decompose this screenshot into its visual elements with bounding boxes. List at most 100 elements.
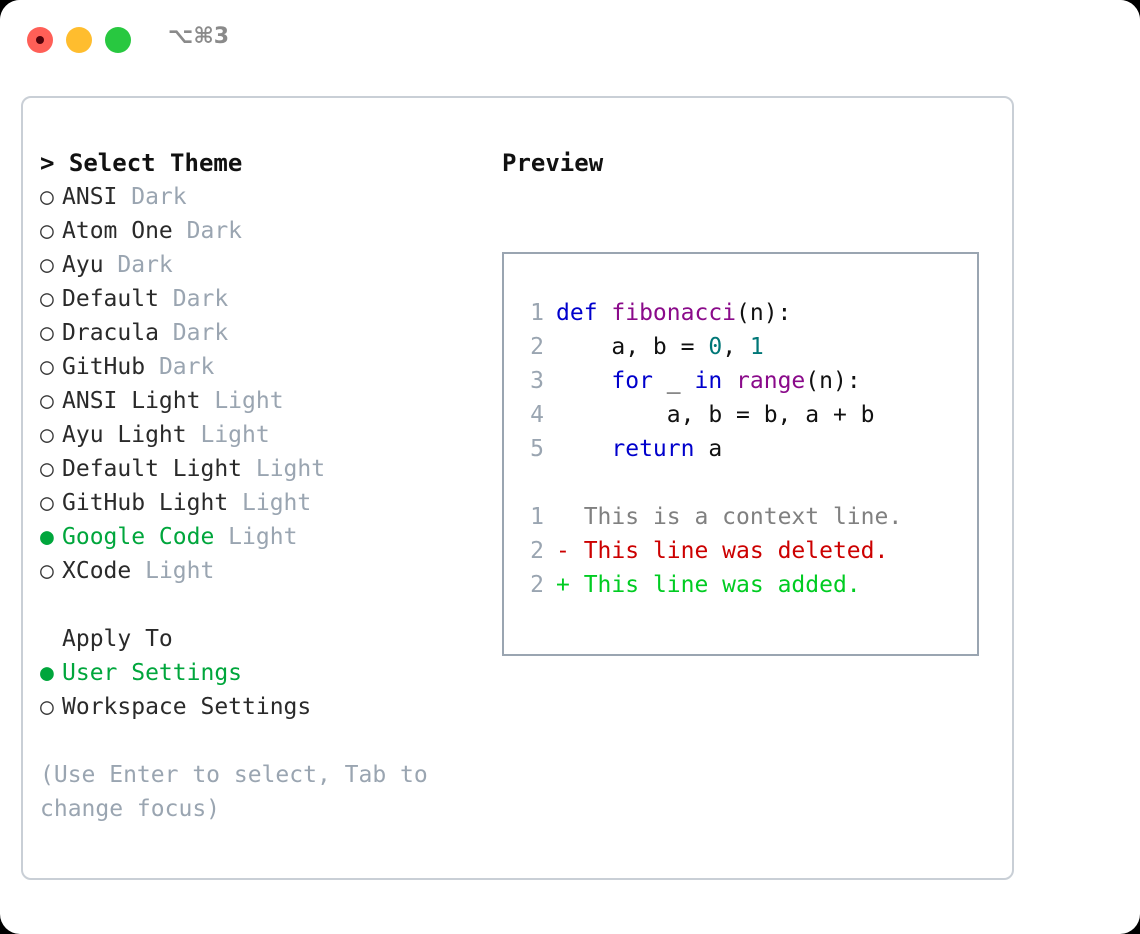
theme-variant-tag: Dark (158, 320, 229, 346)
code-blank-line (518, 466, 902, 500)
preview-title: Preview (502, 149, 604, 177)
line-number: 2 (530, 538, 544, 564)
code-token (556, 368, 611, 394)
apply-to-header: Apply To (62, 626, 173, 652)
theme-option-label: Google Code (62, 524, 215, 550)
radio-unselected-icon: ○ (40, 388, 54, 414)
code-line: 2 a, b = 0, 1 (518, 330, 902, 364)
diff-text: This is a context line. (569, 504, 903, 530)
theme-picker-column: > Select Theme ○ANSI Dark○Atom One Dark○… (40, 146, 490, 826)
theme-option-label: Default Light (62, 456, 243, 482)
line-number: 2 (530, 334, 544, 360)
code-token: _ (652, 368, 695, 394)
code-line: 3 for _ in range(n): (518, 364, 902, 398)
code-token: (n): (805, 368, 861, 394)
theme-option-xcode[interactable]: ○XCode Light (40, 554, 490, 588)
theme-variant-tag: Light (214, 524, 298, 550)
content-panel: > Select Theme ○ANSI Dark○Atom One Dark○… (21, 96, 1014, 880)
theme-option-google-code[interactable]: ● Google Code Light (40, 520, 490, 554)
diff-sign: - (556, 538, 570, 564)
radio-unselected-icon: ○ (40, 490, 54, 516)
title-bar: ⌥⌘3 (0, 0, 1140, 80)
line-number: 2 (530, 572, 544, 598)
apply-to-option-workspace-settings[interactable]: ○ Workspace Settings (40, 690, 490, 724)
radio-unselected-icon: ○ (40, 286, 54, 312)
apply-to-list: ● User Settings ○ Workspace Settings (40, 656, 490, 724)
apply-to-option-label: Workspace Settings (62, 694, 312, 720)
code-token: 0 (708, 334, 723, 360)
code-token: a (694, 436, 723, 462)
theme-option-label: Ayu Light (62, 422, 187, 448)
theme-option-ansi[interactable]: ○ ANSI Dark (40, 180, 490, 214)
apply-to-option-label: User Settings (62, 660, 243, 686)
theme-option-github-light[interactable]: ○ GitHub Light Light (40, 486, 490, 520)
theme-option-dracula[interactable]: ○ Dracula Dark (40, 316, 490, 350)
section-spacer (40, 588, 490, 622)
theme-option-github[interactable]: ○GitHub Dark (40, 350, 490, 384)
theme-option-label: XCode (62, 558, 132, 584)
theme-option-label: GitHub Light (62, 490, 229, 516)
minimize-window-button[interactable] (66, 27, 92, 53)
apply-to-option-user-settings[interactable]: ● User Settings (40, 656, 490, 690)
theme-variant-tag: Light (228, 490, 312, 516)
code-token: range (736, 368, 806, 394)
keyboard-hint-text: (Use Enter to select, Tab to change focu… (40, 762, 442, 822)
radio-unselected-icon: ○ (40, 694, 54, 720)
theme-variant-tag: Dark (172, 218, 243, 244)
radio-selected-icon: ● (40, 524, 54, 550)
theme-variant-tag: Dark (103, 252, 173, 278)
theme-variant-tag: Dark (117, 184, 187, 210)
line-number: 1 (530, 300, 544, 326)
code-token: a, b = b, a + b (556, 402, 875, 428)
theme-option-default-light[interactable]: ○ Default Light Light (40, 452, 490, 486)
code-token (556, 436, 611, 462)
select-theme-header: > Select Theme (40, 149, 243, 177)
theme-variant-tag: Light (242, 456, 326, 482)
diff-text: This line was added. (569, 572, 861, 598)
code-token: , (722, 334, 750, 360)
radio-unselected-icon: ○ (40, 456, 54, 482)
theme-option-label: ANSI (62, 184, 118, 210)
code-line: 5 return a (518, 432, 902, 466)
radio-unselected-icon: ○ (40, 422, 54, 448)
radio-selected-icon: ● (40, 660, 54, 686)
line-number: 4 (530, 402, 544, 428)
code-token: 1 (749, 334, 764, 360)
code-token: def (556, 300, 612, 326)
code-token: fibonacci (611, 300, 737, 326)
radio-unselected-icon: ○ (40, 184, 54, 210)
diff-line: 2- This line was deleted. (518, 534, 902, 568)
theme-option-default[interactable]: ○Default Dark (40, 282, 490, 316)
diff-sign (556, 504, 570, 530)
radio-unselected-icon: ○ (40, 252, 54, 278)
theme-option-ayu[interactable]: ○ Ayu Dark (40, 248, 490, 282)
radio-unselected-icon: ○ (40, 218, 54, 244)
diff-line: 2 + This line was added. (518, 568, 902, 602)
code-token: in (694, 368, 737, 394)
theme-option-ansi-light[interactable]: ○ ANSI Light Light (40, 384, 490, 418)
code-token: a, b = (556, 334, 709, 360)
radio-unselected-icon: ○ (40, 354, 54, 380)
theme-variant-tag: Light (200, 388, 284, 414)
theme-option-ayu-light[interactable]: ○ Ayu Light Light (40, 418, 490, 452)
diff-sign: + (556, 572, 570, 598)
theme-variant-tag: Light (186, 422, 270, 448)
theme-option-label: ANSI Light (62, 388, 201, 414)
code-token: for (611, 368, 653, 394)
diff-line: 1 This is a context line. (518, 500, 902, 534)
theme-option-label: Ayu (62, 252, 104, 278)
diff-text: This line was deleted. (569, 538, 889, 564)
theme-variant-tag: Dark (158, 286, 229, 312)
theme-option-label: Dracula (62, 320, 159, 346)
theme-variant-tag: Dark (145, 354, 215, 380)
radio-unselected-icon: ○ (40, 320, 54, 346)
maximize-window-button[interactable] (105, 27, 131, 53)
section-spacer (40, 724, 490, 758)
theme-option-atom-one[interactable]: ○Atom One Dark (40, 214, 490, 248)
theme-list: ○ANSI Dark○Atom One Dark○Ayu Dark○Defaul… (40, 180, 490, 588)
